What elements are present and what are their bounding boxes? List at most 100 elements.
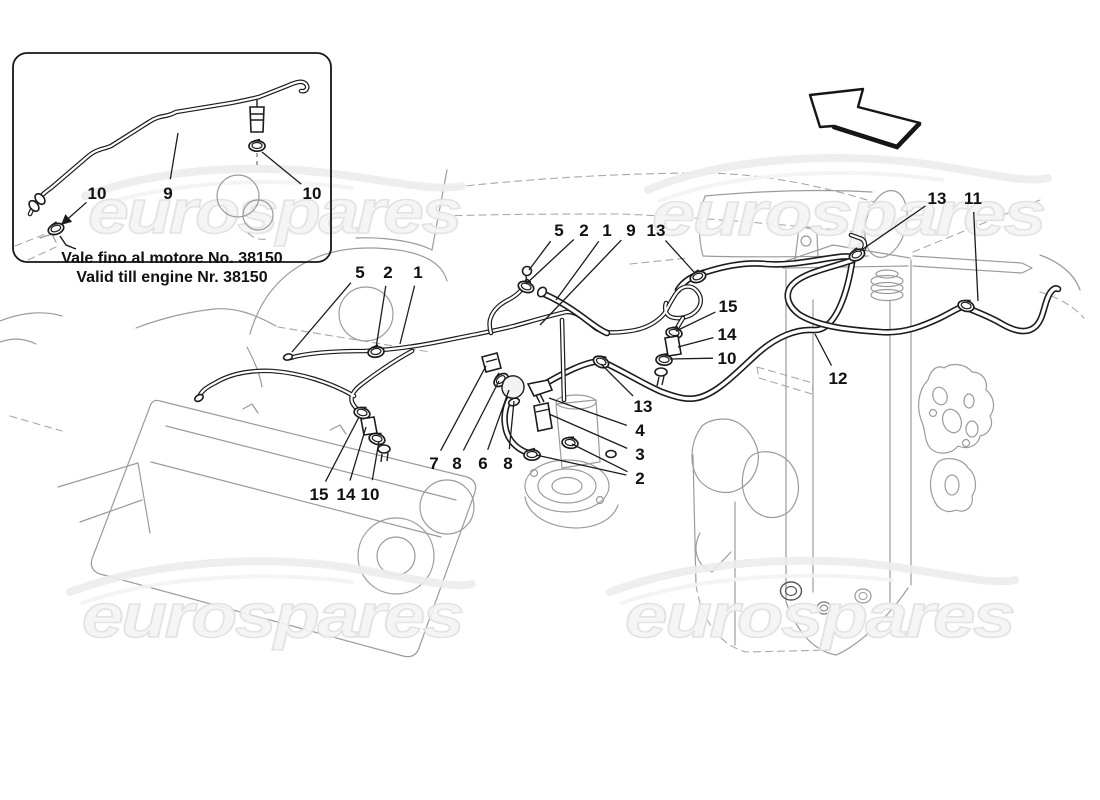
callout-15: 15 (719, 297, 738, 316)
engine-context-shape (524, 459, 610, 513)
engine-context-shape (870, 281, 904, 295)
clamp (560, 434, 580, 451)
engine-context-shape (875, 269, 899, 279)
engine-context-shape (431, 169, 448, 251)
engine-context-shape (854, 588, 872, 604)
leader-line (528, 240, 552, 271)
engine-context-shape (785, 587, 909, 656)
inset-note-line2: Valid till engine Nr. 38150 (76, 269, 267, 286)
engine-context-shape (961, 438, 971, 448)
inset-context-shape (247, 232, 271, 240)
leader-line (664, 239, 695, 273)
leader-line (677, 336, 714, 348)
pipes-shape (536, 286, 548, 298)
leader-line (600, 363, 634, 397)
fittings-shape (656, 375, 665, 387)
engine-context-shape (820, 604, 828, 612)
leader-line (571, 443, 628, 473)
watermark-bottom-left-shape (80, 574, 354, 605)
watermark-text: eurospares (82, 582, 463, 651)
gasket-part (377, 444, 391, 454)
leader-line (525, 239, 575, 285)
pipes-shape (542, 292, 609, 335)
hex-fitting (481, 352, 502, 373)
direction-arrow (808, 87, 922, 150)
watermarks: eurospares eurospares eurospares eurospa… (66, 154, 1052, 652)
engine-context (0, 169, 1085, 658)
engine-context-shape (944, 474, 960, 496)
leader-line (535, 454, 627, 476)
engine-context-shape (864, 190, 908, 258)
pipes-shape (488, 279, 529, 335)
callout-5: 5 (554, 221, 563, 240)
pipes-shape (560, 318, 566, 402)
callout-10: 10 (718, 349, 737, 368)
fittings-shape (194, 393, 204, 403)
callout-5: 5 (355, 263, 364, 282)
callout-4: 4 (635, 421, 645, 440)
engine-context-shape (9, 415, 63, 432)
watermark-top-right: eurospares (644, 154, 1052, 250)
inset-pipe-shape (34, 192, 46, 206)
leader-line (291, 282, 352, 353)
leader-line (261, 151, 302, 185)
watermark-top-right-shape (644, 154, 1052, 194)
callout-6: 6 (478, 454, 487, 473)
callout-9: 9 (163, 184, 172, 203)
engine-context-shape (932, 386, 948, 406)
watermark-top-right-shape (658, 171, 944, 203)
engine-context-shape (912, 199, 1041, 253)
engine-context-shape (941, 408, 963, 434)
engine-context-shape (0, 338, 37, 345)
callout-8: 8 (452, 454, 461, 473)
fittings-shape (525, 275, 528, 284)
engine-context-shape (529, 468, 539, 478)
leader-line (349, 426, 367, 481)
watermark-bottom-left-shape (66, 557, 476, 596)
fittings (194, 244, 977, 463)
engine-context-shape (246, 346, 263, 388)
engine-context-shape (779, 581, 803, 601)
callout-2: 2 (383, 263, 392, 282)
engine-context-shape (692, 454, 736, 646)
callout-2: 2 (579, 221, 588, 240)
inset-context-shape (242, 199, 274, 231)
inset-border (12, 52, 332, 263)
callout-13: 13 (928, 189, 947, 208)
engine-context-shape (551, 476, 583, 496)
leader-line (440, 365, 487, 452)
callout-10: 10 (303, 184, 322, 203)
watermark-bottom-right-shape (620, 573, 894, 605)
engine-context-shape (595, 495, 605, 505)
engine-context-shape (555, 399, 601, 469)
callout-7: 7 (429, 454, 438, 473)
watermark-bottom-right-shape (606, 556, 1019, 596)
leader-line (169, 132, 179, 180)
engine-context-shape (784, 585, 798, 597)
watermark-text: eurospares (625, 582, 1014, 651)
callout-15: 15 (310, 485, 329, 504)
engine-context-shape (1039, 254, 1081, 291)
engine-context-shape (965, 420, 979, 438)
callout-12: 12 (829, 369, 848, 388)
engine-context-shape (277, 326, 431, 353)
valve-part (533, 402, 553, 432)
engine-context-shape (870, 274, 904, 288)
clamp (45, 219, 67, 238)
pipes-shape (349, 348, 415, 415)
inset-context-shape (216, 174, 260, 218)
inset-pipe-shape (28, 199, 40, 213)
watermark-bottom-right: eurospares (606, 556, 1019, 652)
engine-context-shape (419, 479, 475, 535)
engine-context-shape (691, 418, 759, 494)
leader-line (462, 380, 500, 451)
leader-line (399, 285, 416, 345)
engine-context-shape (338, 286, 394, 342)
engine-context-shape (165, 425, 457, 501)
union-part (360, 416, 378, 436)
y-union (526, 379, 554, 397)
inset-pipe-shape (28, 80, 309, 216)
direction-arrow-shape (831, 121, 922, 150)
inset-context-shape (14, 232, 59, 261)
